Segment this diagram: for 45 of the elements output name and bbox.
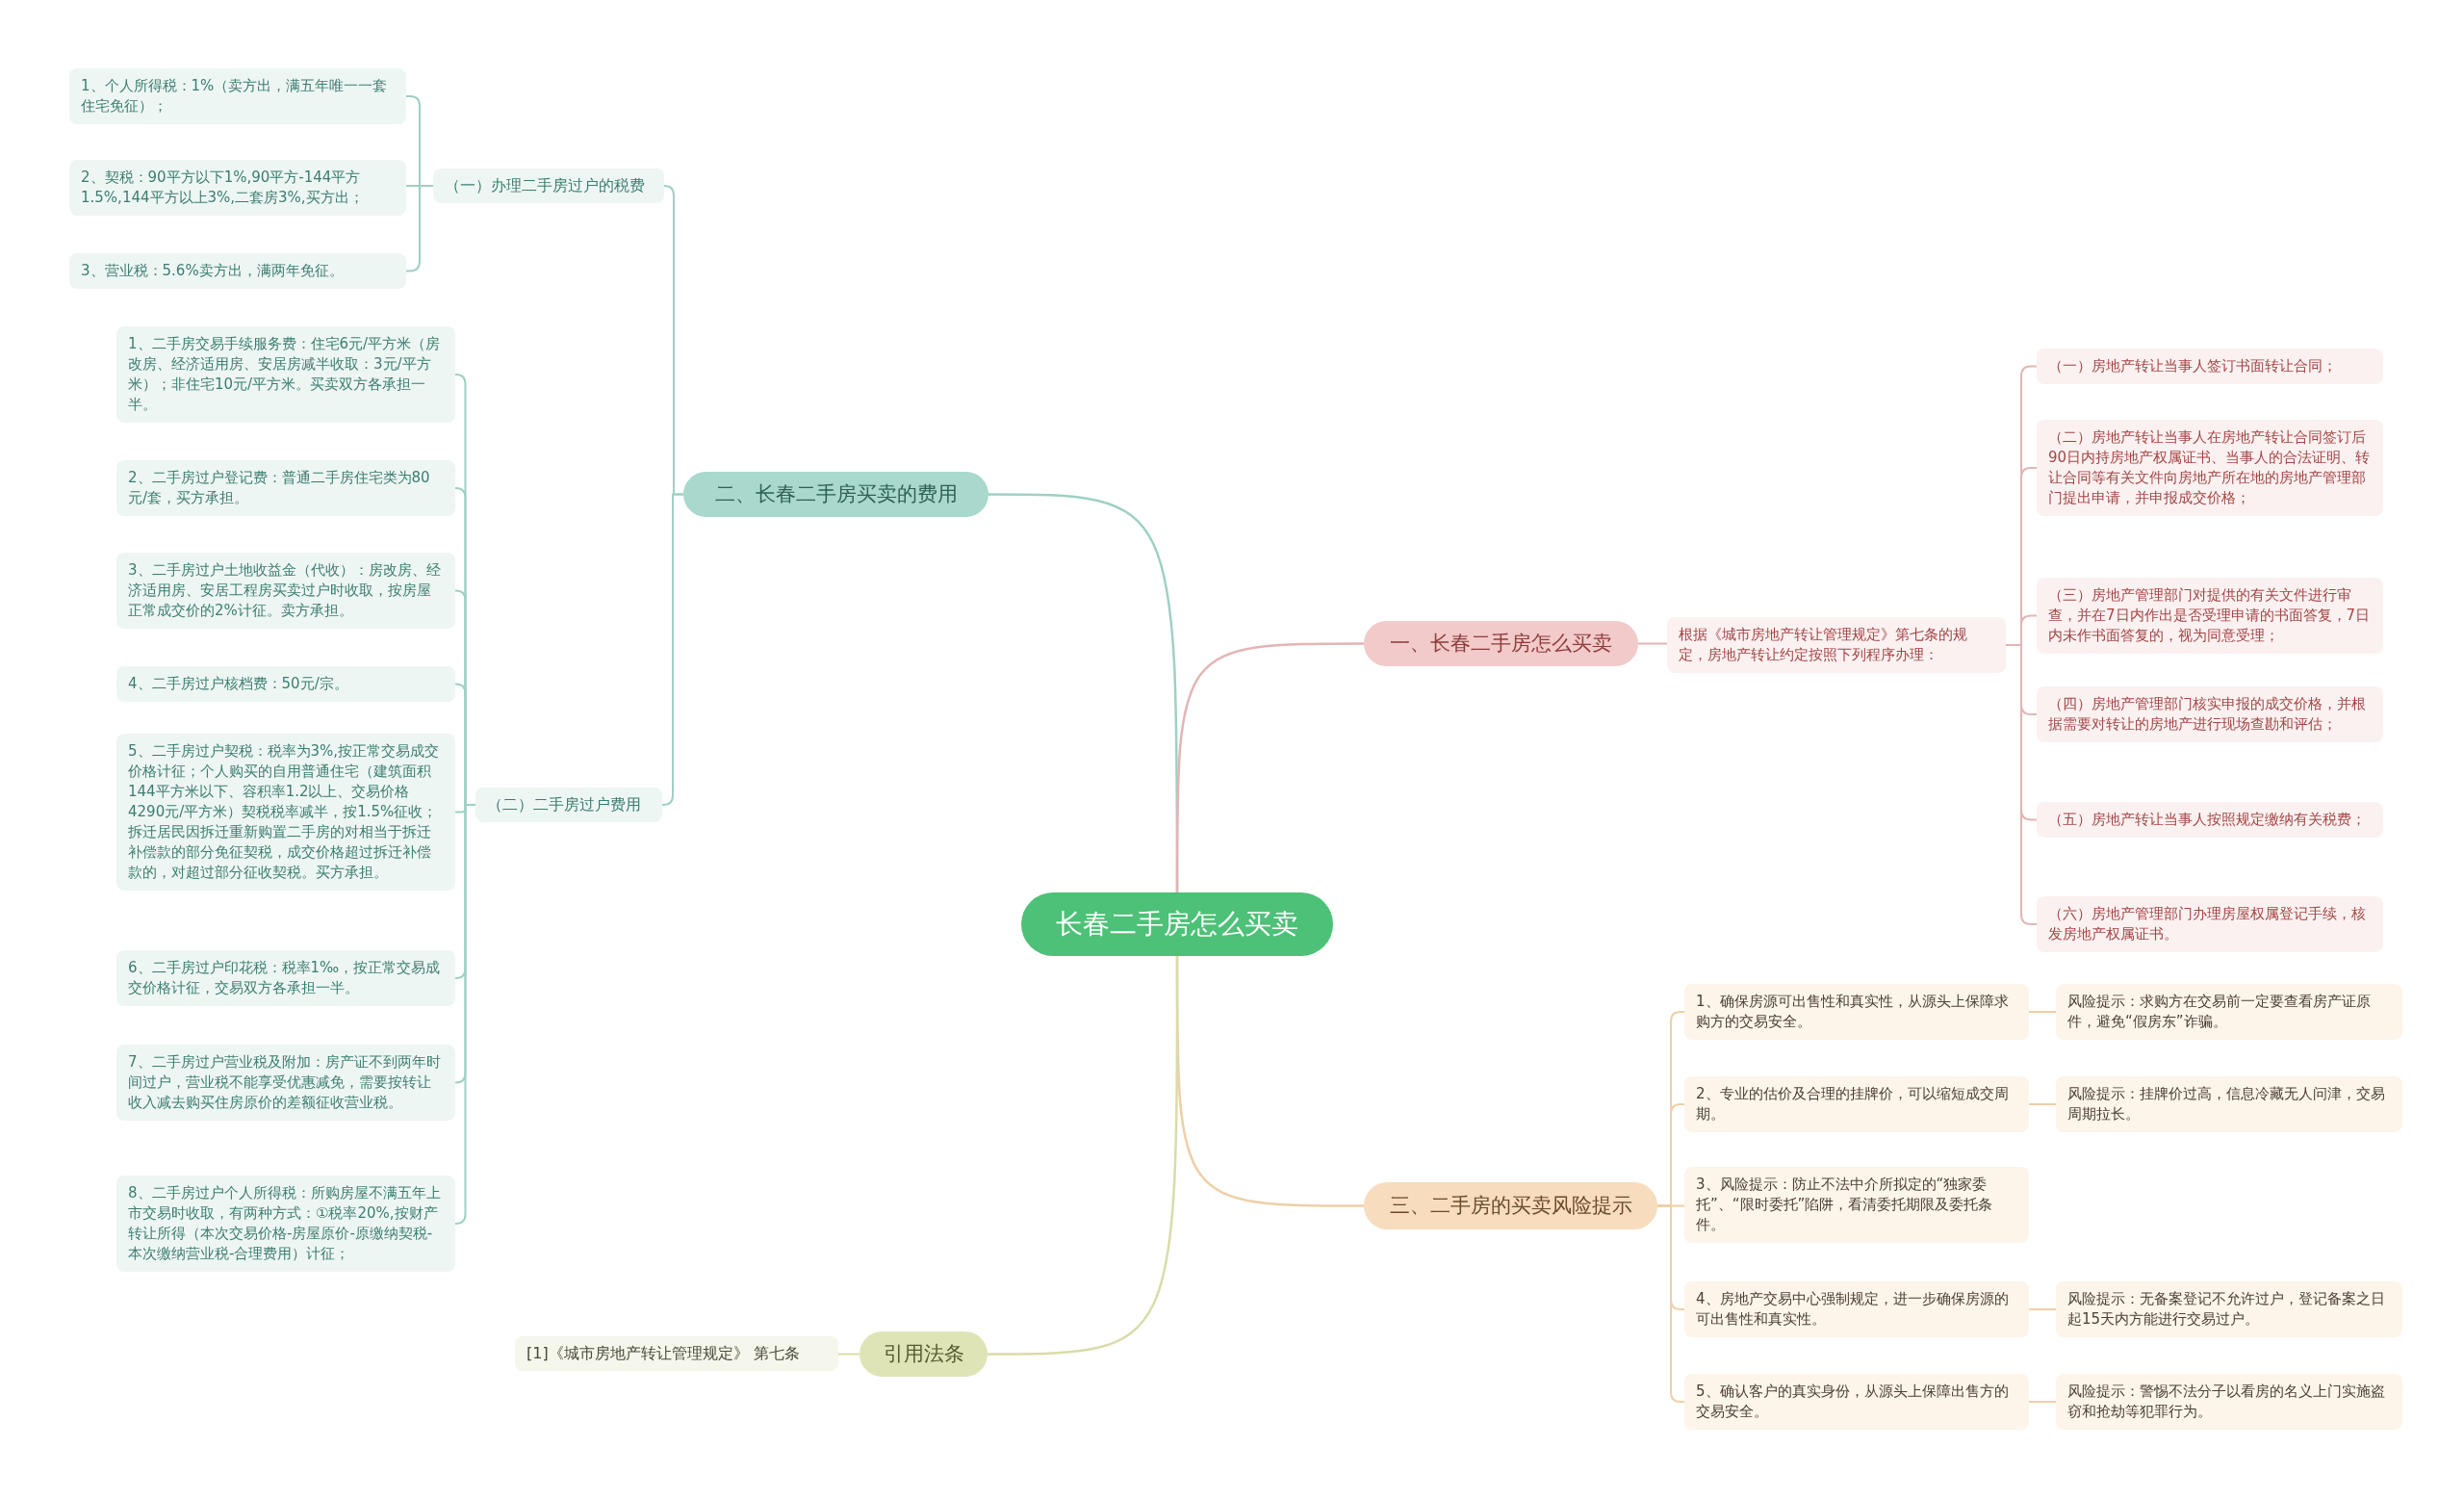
note-box: 7、二手房过户营业税及附加：房产证不到两年时间过户，营业税不能享受优惠减免，需要按转让收入减去购买住房原价的差额征收营业税。	[116, 1045, 455, 1121]
connector-line	[837, 1353, 860, 1356]
note-box: 6、二手房过户印花税：税率1‰，按正常交易成交价格计征，交易双方各承担一半。	[116, 950, 455, 1006]
connector-line	[2028, 1308, 2057, 1310]
note-box: 3、风险提示：防止不法中介所拟定的“独家委托”、“限时委托”陷阱，看清委托期限及委托条件。	[1684, 1167, 2029, 1243]
connector-line	[2005, 644, 2038, 925]
connector-line	[661, 493, 684, 806]
note-box: 1、个人所得税：1%（卖方出，满五年唯一一套住宅免征）；	[69, 68, 406, 124]
note-box: 8、二手房过户个人所得税：所购房屋不满五年上市交易时收取，有两种方式：①税率20%,按财产转让所得（本次交易价格-房屋原价-原缴纳契税-本次缴纳营业税-合理费用）计征；	[116, 1176, 455, 1272]
note-box: （一）房地产转让当事人签订书面转让合同；	[2037, 349, 2383, 384]
connector-line	[2028, 1103, 2057, 1105]
note-box: （三）房地产管理部门对提供的有关文件进行审查，并在7日内作出是否受理申请的书面答复，7日内未作书面答复的，视为同意受理；	[2037, 578, 2383, 654]
connector-line	[2028, 1401, 2057, 1403]
branch-topic: 三、二手房的买卖风险提示	[1364, 1182, 1657, 1229]
note-box: 风险提示：警惕不法分子以看房的名义上门实施盗窃和抢劫等犯罪行为。	[2056, 1374, 2402, 1430]
note-box: 3、二手房过户土地收益金（代收）：房改房、经济适用房、安居工程房买卖过户时收取，按房屋正常成交价的2%计征。卖方承担。	[116, 553, 455, 629]
branch-topic: 引用法条	[860, 1331, 988, 1377]
note-box: 风险提示：求购方在交易前一定要查看房产证原件，避免“假房东”诈骗。	[2056, 984, 2402, 1040]
note-box: 2、契税：90平方以下1%,90平方-144平方1.5%,144平方以上3%,二套房3%,买方出；	[69, 160, 406, 216]
central-topic: 长春二手房怎么买卖	[1021, 892, 1333, 956]
note-box: （二）房地产转让当事人在房地产转让合同签订后90日内持房地产权属证书、当事人的合法证明、转让合同等有关文件向房地产所在地的房地产管理部门提出申请，并申报成交价格；	[2037, 420, 2383, 516]
subtopic-box: （一）办理二手房过户的税费	[433, 168, 664, 203]
note-box: 5、确认客户的真实身份，从源头上保障出售方的交易安全。	[1684, 1374, 2029, 1430]
note-box: （四）房地产管理部门核实申报的成交价格，并根据需要对转让的房地产进行现场查勘和评估；	[2037, 686, 2383, 742]
note-box: 2、二手房过户登记费：普通二手房住宅类为80元/套，买方承担。	[116, 460, 455, 516]
note-box: 1、二手房交易手续服务费：住宅6元/平方米（房改房、经济适用房、安居房减半收取：3元/平方米）；非住宅10元/平方米。买卖双方各承担一半。	[116, 326, 455, 423]
note-box: 5、二手房过户契税：税率为3%,按正常交易成交价格计征；个人购买的自用普通住宅（建筑面积144平方米以下、容积率1.2以上、交易价格4290元/平方米）契税税率减半，按1.5%征收；拆迁居民因拆迁重新购置二手房的对相当于拆迁补偿款的部分免征契税，成交价格超过拆迁补偿款的，对超过部分征收契税。买方承担。	[116, 734, 455, 891]
note-box: 根据《城市房地产转让管理规定》第七条的规定，房地产转让约定按照下列程序办理：	[1667, 617, 2006, 673]
note-box: 3、营业税：5.6%卖方出，满两年免征。	[69, 253, 406, 289]
note-box: 2、专业的估价及合理的挂牌价，可以缩短成交周期。	[1684, 1076, 2029, 1132]
subtopic-box: （二）二手房过户费用	[475, 788, 662, 822]
note-box: 4、房地产交易中心强制规定，进一步确保房源的可出售性和真实性。	[1684, 1281, 2029, 1337]
note-box: （五）房地产转让当事人按照规定缴纳有关税费；	[2037, 802, 2383, 838]
connector-line	[1175, 642, 1364, 892]
note-box: 4、二手房过户核档费：50元/宗。	[116, 666, 455, 702]
note-box: 风险提示：无备案登记不允许过户，登记备案之日起15天内方能进行交易过户。	[2056, 1281, 2402, 1337]
note-box: 风险提示：挂牌价过高，信息冷藏无人问津，交易周期拉长。	[2056, 1076, 2402, 1132]
note-box: 1、确保房源可出售性和真实性，从源头上保障求购方的交易安全。	[1684, 984, 2029, 1040]
citation-box: [1]《城市房地产转让管理规定》 第七条	[515, 1336, 838, 1371]
note-box: （六）房地产管理部门办理房屋权属登记手续，核发房地产权属证书。	[2037, 896, 2383, 952]
connector-line	[2028, 1011, 2057, 1013]
connector-line	[1637, 642, 1668, 645]
branch-topic: 一、长春二手房怎么买卖	[1364, 621, 1638, 666]
connector-line	[988, 956, 1179, 1356]
branch-topic: 二、长春二手房买卖的费用	[683, 472, 988, 517]
